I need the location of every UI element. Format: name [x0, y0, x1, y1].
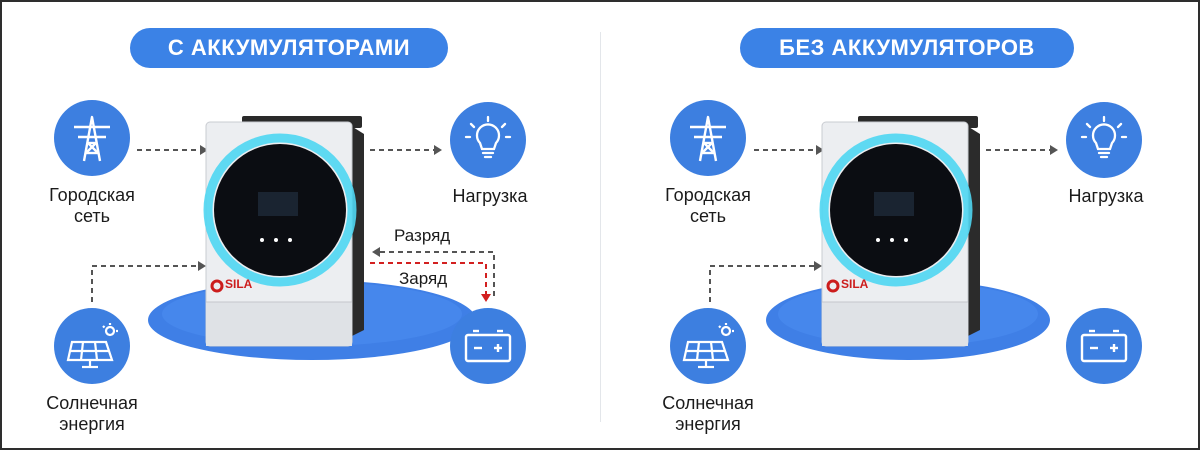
solar-to-inverter-line [91, 265, 198, 302]
solar-circle [54, 308, 130, 384]
panel-without-batteries: БЕЗ АККУМУЛЯТОРОВ [602, 2, 1200, 448]
grid-circle [670, 100, 746, 176]
panel-divider [600, 32, 601, 422]
battery-icon [1080, 329, 1128, 363]
solar-panel-icon [682, 323, 734, 369]
load-circle [450, 102, 526, 178]
panel-title: БЕЗ АККУМУЛЯТОРОВ [740, 28, 1074, 68]
solar-label: Солнечная энергия [46, 393, 138, 434]
power-tower-icon [690, 115, 726, 162]
brand-logo-icon [826, 279, 840, 293]
grid-circle [54, 100, 130, 176]
brand-logo-text: SILA [841, 277, 869, 291]
battery-charge-line [370, 262, 487, 296]
grid-label: Городская сеть [49, 185, 135, 226]
load-circle [1066, 102, 1142, 178]
panel-with-batteries: С АККУМУЛЯТОРАМИ [2, 2, 600, 448]
discharge-label: Разряд [394, 226, 451, 245]
load-label: Нагрузка [1068, 186, 1144, 206]
battery-icon [464, 329, 512, 363]
solar-to-inverter-line [709, 265, 814, 302]
load-label: Нагрузка [452, 186, 528, 206]
brand-logo-text: SILA [225, 277, 253, 291]
panel-title: С АККУМУЛЯТОРАМИ [130, 28, 448, 68]
solar-label: Солнечная энергия [662, 393, 754, 434]
power-tower-icon [74, 115, 110, 162]
charge-label: Заряд [399, 269, 448, 288]
brand-logo-icon [210, 279, 224, 293]
solar-circle [670, 308, 746, 384]
battery-discharge-line [380, 251, 495, 296]
solar-panel-icon [66, 323, 118, 369]
hybrid-inverter [203, 116, 364, 347]
lightbulb-icon [464, 115, 512, 159]
connections-and-inverter [91, 116, 495, 360]
battery-circle [1066, 308, 1142, 384]
lightbulb-icon [1080, 115, 1128, 159]
hybrid-inverter [819, 116, 980, 347]
battery-circle [450, 308, 526, 384]
grid-label: Городская сеть [665, 185, 751, 226]
connections-and-inverter [709, 116, 1058, 360]
